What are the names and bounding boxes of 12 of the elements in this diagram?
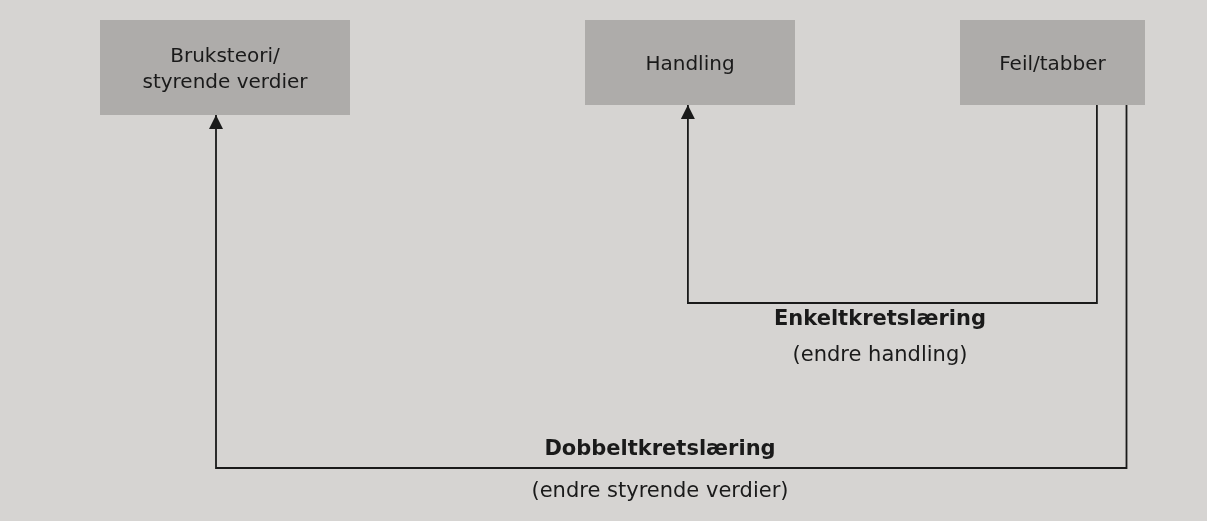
box-text: Bruksteori/ styrende verdier [141,41,309,94]
concept-box [585,20,795,105]
arrow [208,104,1128,469]
note-text: (endre styrende verdier) [531,478,789,502]
edge-label: Enkeltkretslæring [774,306,986,330]
concept-box [960,20,1145,105]
edge-label: Dobbeltkretslæring [544,436,776,460]
concept-box [100,20,350,115]
box-text: Feil/tabber [999,49,1106,76]
arrow [680,104,1098,304]
note-text: (endre handling) [792,342,968,366]
box-text: Handling [645,49,735,76]
